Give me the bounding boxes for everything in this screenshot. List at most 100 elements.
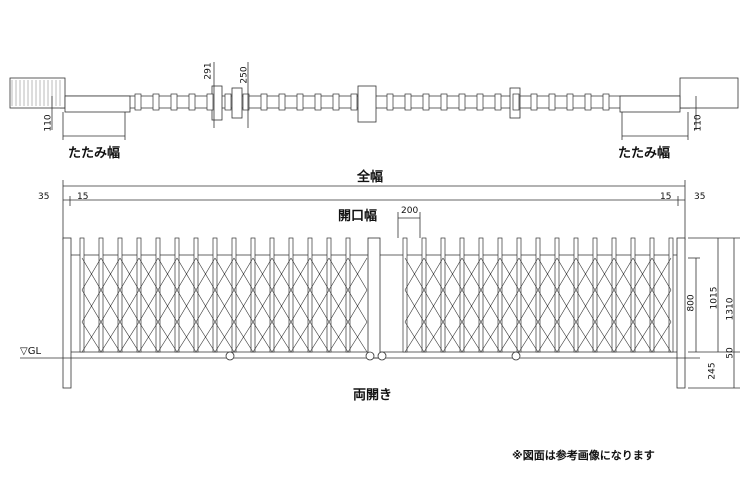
lattice-line xyxy=(309,257,330,291)
plan-knot xyxy=(134,93,142,111)
plan-bracket-2 xyxy=(231,87,243,119)
ground-level-label: ▽GL xyxy=(20,346,42,357)
lattice-line xyxy=(214,321,235,353)
lattice-line xyxy=(214,289,235,323)
lattice-line xyxy=(290,289,311,323)
lattice-line xyxy=(575,289,596,323)
dim-right-15: 15 xyxy=(660,192,672,202)
lattice-line xyxy=(328,321,349,353)
dim-plan-left-110: 110 xyxy=(43,114,54,132)
dim-plan-250: 250 xyxy=(239,66,250,84)
lattice-line xyxy=(233,289,254,323)
plan-knot xyxy=(458,93,466,111)
gate-bar xyxy=(402,237,408,353)
lattice-line xyxy=(442,257,463,291)
right-post xyxy=(676,237,686,389)
gate-bar xyxy=(98,237,104,353)
plan-right-fold-block xyxy=(619,95,681,113)
lattice-line xyxy=(271,321,292,353)
gate-bar xyxy=(592,237,598,353)
dim-height-800: 800 xyxy=(686,294,697,312)
lattice-line xyxy=(537,257,558,291)
lattice-line xyxy=(138,321,159,353)
reference-note: ※図面は参考画像になります xyxy=(512,449,655,462)
plan-knot xyxy=(404,93,412,111)
plan-knot xyxy=(314,93,322,111)
lattice-line xyxy=(537,289,558,323)
gate-bar xyxy=(288,237,294,353)
dim-left-35: 35 xyxy=(38,192,50,202)
plan-knot xyxy=(332,93,340,111)
plan-knot xyxy=(242,93,250,111)
lattice-line xyxy=(518,321,539,353)
plan-knot xyxy=(152,93,160,111)
wheel-left xyxy=(225,351,235,361)
lattice-line xyxy=(138,257,159,291)
lattice-line xyxy=(651,289,672,323)
lattice-line xyxy=(651,257,672,291)
lattice-line xyxy=(119,257,140,291)
plan-right-post xyxy=(679,77,739,109)
plan-knot xyxy=(476,93,484,111)
dim-left-15: 15 xyxy=(77,192,89,202)
lattice-line xyxy=(556,289,577,323)
gate-bar xyxy=(440,237,446,353)
lattice-line xyxy=(328,257,349,291)
lattice-line xyxy=(499,257,520,291)
lattice-line xyxy=(556,257,577,291)
double-opening-label: 両開き xyxy=(353,388,393,403)
lattice-line xyxy=(404,321,425,353)
fold-width-right-label: たたみ幅 xyxy=(618,146,671,161)
lattice-line xyxy=(176,289,197,323)
lattice-line xyxy=(309,321,330,353)
lattice-line xyxy=(461,289,482,323)
lattice-line xyxy=(328,289,349,323)
lattice-line xyxy=(594,289,615,323)
lattice-line xyxy=(499,289,520,323)
lattice-line xyxy=(518,257,539,291)
gate-bar xyxy=(421,237,427,353)
lattice-line xyxy=(176,321,197,353)
gate-bar xyxy=(136,237,142,353)
lattice-line xyxy=(119,289,140,323)
lattice-line xyxy=(100,257,121,291)
lattice-line xyxy=(233,321,254,353)
plan-left-post xyxy=(9,77,66,109)
plan-knot xyxy=(548,93,556,111)
gate-bar xyxy=(174,237,180,353)
lattice-line xyxy=(480,289,501,323)
dim-right-35: 35 xyxy=(694,192,706,202)
lattice-line xyxy=(632,257,653,291)
plan-knot xyxy=(494,93,502,111)
lattice-line xyxy=(100,289,121,323)
gate-bar xyxy=(193,237,199,353)
opening-width-label: 開口幅 xyxy=(338,209,378,224)
lattice-line xyxy=(613,321,634,353)
dim-pitch-200: 200 xyxy=(401,206,419,216)
lattice-line xyxy=(252,321,273,353)
plan-knot xyxy=(170,93,178,111)
lattice-line xyxy=(252,289,273,323)
plan-view xyxy=(9,62,739,140)
gate-bar xyxy=(459,237,465,353)
lattice-line xyxy=(575,257,596,291)
wheel-center-2 xyxy=(377,351,387,361)
lattice-line xyxy=(195,257,216,291)
lattice-line xyxy=(442,321,463,353)
lattice-line xyxy=(81,289,102,323)
gate-bar xyxy=(649,237,655,353)
gate-bar xyxy=(611,237,617,353)
gate-bar xyxy=(307,237,313,353)
gate-bar xyxy=(231,237,237,353)
lattice-line xyxy=(195,289,216,323)
dim-height-1310: 1310 xyxy=(725,297,736,321)
dim-plan-right-110: 110 xyxy=(693,114,704,132)
dim-bottom-50: 50 xyxy=(725,347,736,359)
fold-width-left-label: たたみ幅 xyxy=(68,146,121,161)
gate-bar xyxy=(250,237,256,353)
lattice-line xyxy=(556,321,577,353)
plan-knot xyxy=(224,93,232,111)
plan-knot xyxy=(584,93,592,111)
dim-height-1015: 1015 xyxy=(709,286,720,310)
gate-bar xyxy=(554,237,560,353)
